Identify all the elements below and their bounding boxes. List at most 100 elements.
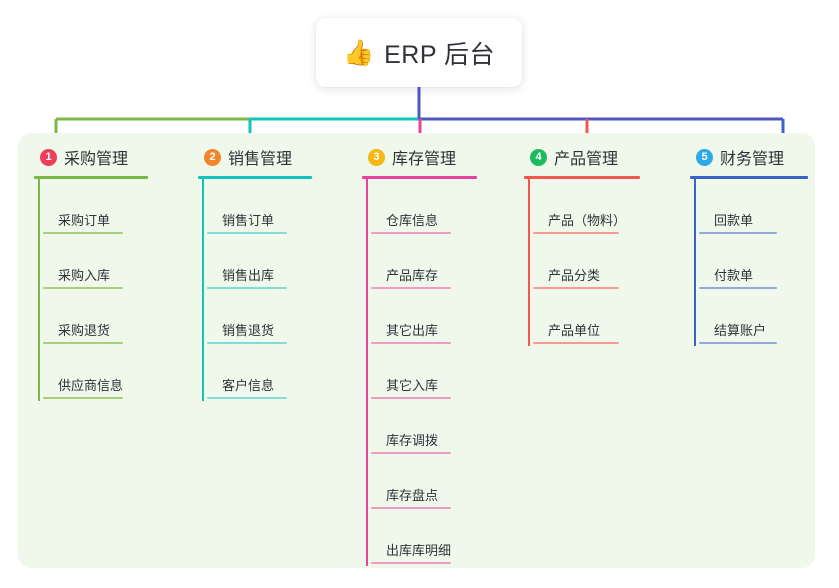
leaf-item-rule bbox=[43, 342, 123, 344]
column-badge-2: 2 bbox=[204, 148, 221, 166]
leaf-item[interactable]: 产品单位 bbox=[528, 289, 640, 344]
column-3: 3 库存管理仓库信息产品库存其它出库其它入库库存调拨库存盘点出库库明细 bbox=[362, 145, 477, 566]
leaf-item[interactable]: 采购订单 bbox=[38, 179, 148, 234]
column-items-5: 回款单付款单结算账户 bbox=[690, 179, 808, 346]
leaf-item[interactable]: 产品库存 bbox=[366, 234, 477, 289]
column-items-2: 销售订单销售出库销售退货客户信息 bbox=[198, 179, 312, 401]
column-header-3[interactable]: 3 库存管理 bbox=[362, 145, 477, 169]
leaf-item-rule bbox=[207, 397, 287, 399]
leaf-item[interactable]: 供应商信息 bbox=[38, 344, 148, 399]
leaf-item[interactable]: 采购入库 bbox=[38, 234, 148, 289]
column-4: 4 产品管理产品（物料） 产品分类产品单位 bbox=[524, 145, 640, 346]
leaf-item-rule bbox=[533, 232, 619, 234]
column-5: 5 财务管理回款单付款单结算账户 bbox=[690, 145, 808, 346]
leaf-item-rule bbox=[699, 342, 777, 344]
column-2: 2 销售管理销售订单销售出库销售退货客户信息 bbox=[198, 145, 312, 401]
column-header-5[interactable]: 5 财务管理 bbox=[690, 145, 808, 169]
leaf-item-label: 销售退货 bbox=[222, 323, 275, 338]
column-items-1: 采购订单采购入库采购退货供应商信息 bbox=[34, 179, 148, 401]
column-rule-2 bbox=[198, 176, 312, 179]
leaf-item-rule bbox=[371, 232, 451, 234]
leaf-item-label: 仓库信息 bbox=[386, 213, 439, 228]
leaf-item-rule bbox=[43, 397, 123, 399]
leaf-item-rule bbox=[533, 287, 619, 289]
leaf-item[interactable]: 付款单 bbox=[694, 234, 808, 289]
column-title-3: 库存管理 bbox=[392, 151, 457, 168]
leaf-item-rule bbox=[699, 287, 777, 289]
column-spine-2 bbox=[202, 179, 204, 401]
diagram-panel-background bbox=[18, 133, 815, 568]
leaf-item-label: 库存盘点 bbox=[386, 488, 439, 503]
column-badge-5: 5 bbox=[696, 148, 713, 166]
column-header-1[interactable]: 1 采购管理 bbox=[34, 145, 148, 169]
column-title-1: 采购管理 bbox=[64, 151, 129, 168]
leaf-item[interactable]: 采购退货 bbox=[38, 289, 148, 344]
leaf-item-rule bbox=[207, 287, 287, 289]
leaf-item-rule bbox=[533, 342, 619, 344]
leaf-item[interactable]: 销售订单 bbox=[202, 179, 312, 234]
column-header-4[interactable]: 4 产品管理 bbox=[524, 145, 640, 169]
leaf-item-label: 供应商信息 bbox=[58, 378, 124, 393]
leaf-item[interactable]: 出库库明细 bbox=[366, 509, 477, 564]
column-title-4: 产品管理 bbox=[554, 151, 619, 168]
column-title-2: 销售管理 bbox=[228, 151, 293, 168]
column-badge-1: 1 bbox=[40, 148, 57, 166]
leaf-item-rule bbox=[207, 232, 287, 234]
leaf-item[interactable]: 销售退货 bbox=[202, 289, 312, 344]
column-spine-3 bbox=[366, 179, 368, 566]
leaf-item[interactable]: 仓库信息 bbox=[366, 179, 477, 234]
leaf-item-label: 销售订单 bbox=[222, 213, 275, 228]
leaf-item-label: 采购退货 bbox=[58, 323, 111, 338]
leaf-item-rule bbox=[371, 287, 451, 289]
root-node[interactable]: 👍 ERP 后台 bbox=[316, 18, 522, 87]
leaf-item-rule bbox=[43, 232, 123, 234]
column-1: 1 采购管理采购订单采购入库采购退货供应商信息 bbox=[34, 145, 148, 401]
leaf-item-rule bbox=[371, 342, 451, 344]
column-rule-5 bbox=[690, 176, 808, 179]
leaf-item-label: 库存调拨 bbox=[386, 433, 439, 448]
root-node-title: ERP 后台 bbox=[384, 40, 496, 69]
leaf-item-rule bbox=[371, 562, 451, 564]
column-title-5: 财务管理 bbox=[720, 151, 785, 168]
leaf-item-rule bbox=[371, 397, 451, 399]
column-rule-4 bbox=[524, 176, 640, 179]
leaf-item-label: 产品库存 bbox=[386, 268, 439, 283]
leaf-item-label: 产品分类 bbox=[548, 268, 601, 283]
leaf-item-label: 采购订单 bbox=[58, 213, 111, 228]
leaf-item-rule bbox=[371, 452, 451, 454]
leaf-item-rule bbox=[43, 287, 123, 289]
column-spine-1 bbox=[38, 179, 40, 401]
leaf-item[interactable]: 产品分类 bbox=[528, 234, 640, 289]
column-items-3: 仓库信息产品库存其它出库其它入库库存调拨库存盘点出库库明细 bbox=[362, 179, 477, 566]
leaf-item-label: 结算账户 bbox=[714, 323, 767, 338]
leaf-item-label: 产品单位 bbox=[548, 323, 601, 338]
leaf-item[interactable]: 销售出库 bbox=[202, 234, 312, 289]
leaf-item-label: 采购入库 bbox=[58, 268, 111, 283]
column-header-2[interactable]: 2 销售管理 bbox=[198, 145, 312, 169]
leaf-item-label: 付款单 bbox=[714, 268, 754, 283]
leaf-item[interactable]: 库存调拨 bbox=[366, 399, 477, 454]
leaf-item[interactable]: 库存盘点 bbox=[366, 454, 477, 509]
leaf-item[interactable]: 回款单 bbox=[694, 179, 808, 234]
leaf-item-label: 其它出库 bbox=[386, 323, 439, 338]
leaf-item-rule bbox=[371, 507, 451, 509]
leaf-item-label: 客户信息 bbox=[222, 378, 275, 393]
leaf-item[interactable]: 其它入库 bbox=[366, 344, 477, 399]
leaf-item[interactable]: 产品（物料） bbox=[528, 179, 640, 234]
leaf-item-label: 回款单 bbox=[714, 213, 754, 228]
leaf-item-label: 产品（物料） bbox=[548, 213, 627, 228]
leaf-item-label: 销售出库 bbox=[222, 268, 275, 283]
leaf-item-rule bbox=[207, 342, 287, 344]
column-spine-5 bbox=[694, 179, 696, 346]
column-badge-4: 4 bbox=[530, 148, 547, 166]
column-badge-3: 3 bbox=[368, 148, 385, 166]
leaf-item[interactable]: 结算账户 bbox=[694, 289, 808, 344]
column-rule-3 bbox=[362, 176, 477, 179]
column-spine-4 bbox=[528, 179, 530, 346]
leaf-item-rule bbox=[699, 232, 777, 234]
leaf-item[interactable]: 其它出库 bbox=[366, 289, 477, 344]
leaf-item-label: 其它入库 bbox=[386, 378, 439, 393]
column-rule-1 bbox=[34, 176, 148, 179]
column-items-4: 产品（物料） 产品分类产品单位 bbox=[524, 179, 640, 346]
leaf-item[interactable]: 客户信息 bbox=[202, 344, 312, 399]
